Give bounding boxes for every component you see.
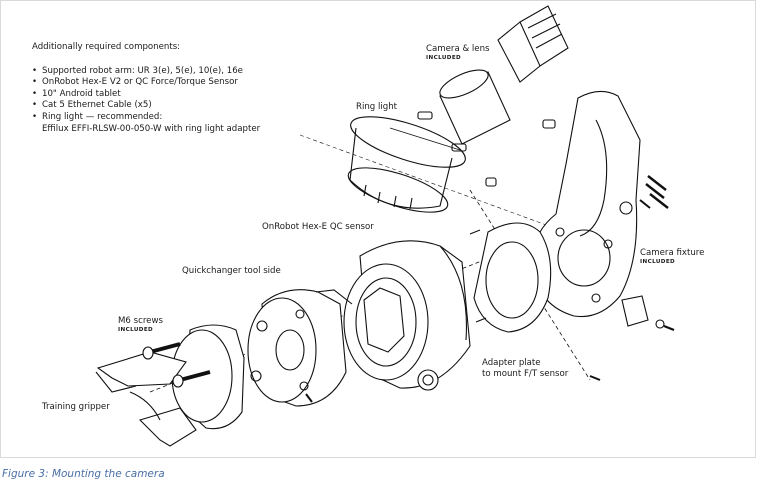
included-note: INCLUDED	[640, 259, 676, 265]
list-item: Ring light — recommended:	[32, 112, 260, 124]
sensor-connector	[418, 370, 438, 390]
label-m6-screws: M6 screws INCLUDED	[118, 316, 163, 334]
adapter-plate	[470, 223, 551, 332]
hex-e-sensor	[344, 241, 470, 390]
label-adapter-plate-line2: to mount F/T sensor	[482, 369, 569, 379]
ring-light-screws	[418, 112, 555, 186]
m6-screws	[143, 344, 312, 402]
training-gripper	[96, 325, 244, 446]
ring-light-detail: Effilux EFFI-RLSW-00-050-W with ring lig…	[42, 123, 261, 134]
list-item: Cat 5 Ethernet Cable (x5)	[32, 100, 260, 112]
required-components-block: Additionally required components: Suppor…	[32, 42, 260, 135]
label-quickchanger: Quickchanger tool side	[182, 266, 281, 276]
label-camera-lens: Camera & lens INCLUDED	[426, 44, 490, 62]
figure-caption: Figure 3: Mounting the camera	[2, 468, 165, 480]
fixture-screws	[640, 176, 668, 208]
fixture-clamp	[590, 296, 674, 380]
label-ring-light: Ring light	[356, 102, 398, 112]
list-item: 10" Android tablet	[32, 89, 260, 101]
label-adapter-plate: Adapter plate to mount F/T sensor	[482, 358, 568, 380]
label-onrobot-sensor: OnRobot Hex-E QC sensor	[262, 222, 374, 232]
label-m6-screws-text: M6 screws	[118, 316, 163, 326]
label-training-gripper: Training gripper	[42, 402, 110, 412]
required-components-list: Supported robot arm: UR 3(e), 5(e), 10(e…	[32, 66, 260, 124]
camera-fixture-bracket	[533, 91, 640, 316]
label-camera-fixture-text: Camera fixture	[640, 248, 705, 258]
quickchanger-tool-side	[248, 290, 352, 406]
list-item: OnRobot Hex-E V2 or QC Force/Torque Sens…	[32, 77, 260, 89]
label-camera-fixture: Camera fixture INCLUDED	[640, 248, 704, 266]
exploded-assembly-drawing	[0, 0, 757, 458]
ring-light	[344, 106, 471, 221]
included-note: INCLUDED	[118, 327, 154, 333]
label-adapter-plate-line1: Adapter plate	[482, 358, 541, 368]
camera-lens	[436, 64, 510, 144]
list-item: Supported robot arm: UR 3(e), 5(e), 10(e…	[32, 66, 260, 78]
camera-body	[498, 6, 568, 82]
included-note: INCLUDED	[426, 55, 462, 61]
required-components-heading: Additionally required components:	[32, 42, 181, 52]
label-camera-lens-text: Camera & lens	[426, 44, 490, 54]
